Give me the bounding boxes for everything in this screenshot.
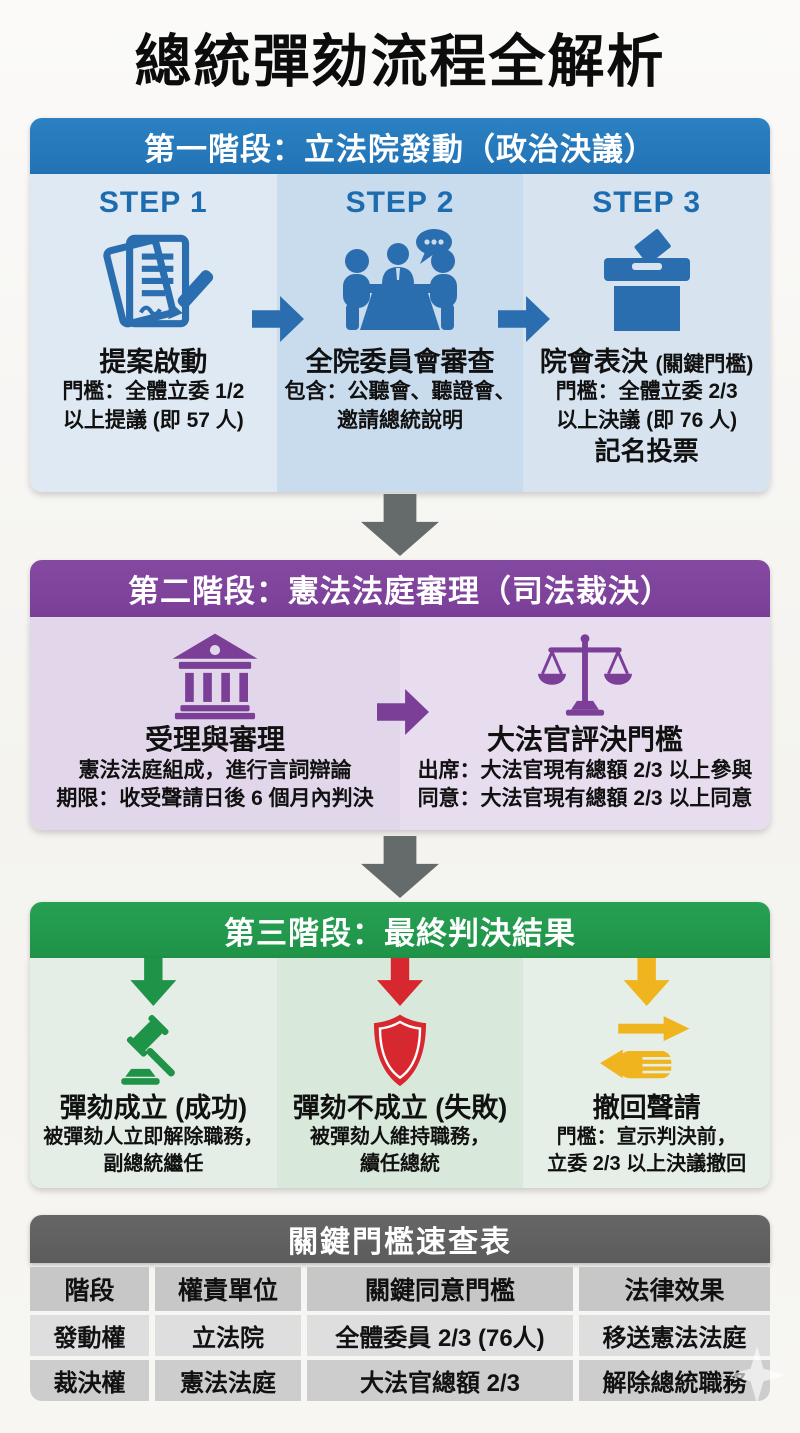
step2-desc-line1: 包含：公聽會、聽證會、 xyxy=(284,380,516,404)
step1-label: STEP 1 xyxy=(98,186,208,219)
stage2-to-stage3-arrow-icon xyxy=(361,836,439,898)
step3-title-note: (關鍵門檻) xyxy=(655,353,754,376)
step2-label: STEP 2 xyxy=(345,186,455,219)
ballot-box-icon xyxy=(523,222,770,342)
col-header-effect: 法律效果 xyxy=(579,1267,770,1311)
table-row: 移送憲法法庭 xyxy=(579,1315,770,1356)
impeachment-upheld-card: 彈劾成立 (成功) 被彈劾人立即解除職務， 副總統繼任 xyxy=(30,958,277,1188)
stage2-body: 受理與審理 憲法法庭組成，進行言詞辯論 期限：收受聲請日後 6 個月內判決 xyxy=(30,617,770,830)
document-pen-icon xyxy=(30,222,277,342)
justices-threshold-card: 大法官評決門檻 出席：大法官現有總額 2/3 以上參與 同意：大法官現有總額 2… xyxy=(400,617,770,830)
impeachment-rejected-card: 彈劾不成立 (失敗) 被彈劾人維持職務， 續任總統 xyxy=(276,958,524,1188)
upheld-arrow-icon xyxy=(130,958,177,1006)
step3-label: STEP 3 xyxy=(592,186,702,219)
step2-desc-line2: 邀請總統說明 xyxy=(337,408,463,432)
col-header-stage: 階段 xyxy=(30,1267,149,1311)
step3-card: STEP 3 院會表決 (關鍵門檻) 門檻：全體立委 2/3 以上決議 (即 7… xyxy=(523,174,770,492)
step1-desc-line2: 以上提議 (即 57 人) xyxy=(62,408,244,432)
table-row: 立法院 xyxy=(155,1315,301,1356)
withdrawal-desc2: 立委 2/3 以上決議撤回 xyxy=(547,1152,747,1175)
step3-title: 院會表決 (關鍵門檻) xyxy=(539,347,754,377)
courthouse-icon xyxy=(30,631,400,721)
step1-card: STEP 1 xyxy=(30,174,277,492)
col-header-threshold: 關鍵同意門檻 xyxy=(307,1267,573,1311)
table-row: 裁決權 xyxy=(30,1360,149,1401)
rejected-desc1: 被彈劾人維持職務， xyxy=(310,1126,490,1149)
stage3-body: 彈劾成立 (成功) 被彈劾人立即解除職務， 副總統繼任 彈劾不成立 (失敗) 被… xyxy=(30,958,770,1188)
step3-desc-line2: 以上決議 (即 76 人) xyxy=(556,408,738,432)
rejected-desc2: 續任總統 xyxy=(360,1152,440,1175)
scales-icon xyxy=(400,631,770,721)
table-row: 憲法法庭 xyxy=(155,1360,301,1401)
step2-title: 全院委員會審查 xyxy=(305,347,495,377)
table-row: 解除總統職務 xyxy=(579,1360,770,1401)
step1-title: 提案啟動 xyxy=(99,347,208,377)
upheld-desc1: 被彈劾人立即解除職務， xyxy=(43,1126,264,1149)
withdrawal-title: 撤回聲請 xyxy=(592,1093,701,1123)
stage1-section: 第一階段：立法院發動（政治決議） STEP 1 xyxy=(30,118,770,492)
table-row: 全體委員 2/3 (76人) xyxy=(307,1315,573,1356)
step2-card: STEP 2 xyxy=(276,174,524,492)
rejected-arrow-icon xyxy=(377,958,423,1006)
withdrawal-card: 撤回聲請 門檻：宣示判決前， 立委 2/3 以上決議撤回 xyxy=(523,958,770,1188)
threshold-quick-table: 關鍵門檻速查表 階段 權責單位 關鍵同意門檻 法律效果 發動權 立法院 全體委員… xyxy=(30,1215,770,1401)
shield-icon xyxy=(277,1012,524,1090)
justices-threshold-desc1: 出席：大法官現有總額 2/3 以上參與 xyxy=(417,758,753,782)
quick-table-title: 關鍵門檻速查表 xyxy=(30,1215,770,1263)
stage2-section: 第二階段：憲法法庭審理（司法裁決） 受理與審 xyxy=(30,560,770,830)
quick-table-grid: 階段 權責單位 關鍵同意門檻 法律效果 發動權 立法院 全體委員 2/3 (76… xyxy=(30,1267,770,1401)
withdrawal-arrow-icon xyxy=(623,958,670,1006)
step1-desc-line1: 門檻：全體立委 1/2 xyxy=(62,380,245,404)
upheld-desc2: 副總統繼任 xyxy=(103,1152,204,1175)
withdrawal-desc1: 門檻：宣示判決前， xyxy=(556,1126,737,1149)
page-title: 總統彈劾流程全解析 xyxy=(134,30,666,94)
justices-threshold-desc2: 同意：大法官現有總額 2/3 以上同意 xyxy=(417,786,753,810)
stage1-to-stage2-arrow-icon xyxy=(361,494,439,556)
step3-roll-call-note: 記名投票 xyxy=(594,435,699,466)
acceptance-review-desc2: 期限：收受聲請日後 6 個月內判決 xyxy=(56,786,374,810)
acceptance-review-title: 受理與審理 xyxy=(144,724,285,755)
acceptance-review-card: 受理與審理 憲法法庭組成，進行言詞辯論 期限：收受聲請日後 6 個月內判決 xyxy=(30,617,400,830)
acceptance-review-desc1: 憲法法庭組成，進行言詞辯論 xyxy=(78,758,352,782)
stage1-header: 第一階段：立法院發動（政治決議） xyxy=(30,118,770,174)
table-row: 發動權 xyxy=(30,1315,149,1356)
withdraw-hand-icon xyxy=(523,1012,770,1090)
table-row: 大法官總額 2/3 xyxy=(307,1360,573,1401)
stage3-section: 第三階段：最終判決結果 彈劾成立 (成功 xyxy=(30,902,770,1188)
gavel-icon xyxy=(30,1012,277,1090)
step3-desc-line1: 門檻：全體立委 2/3 xyxy=(555,380,738,404)
stage1-body: STEP 1 xyxy=(30,174,770,492)
upheld-title: 彈劾成立 (成功) xyxy=(59,1093,248,1123)
col-header-authority: 權責單位 xyxy=(155,1267,301,1311)
justices-threshold-title: 大法官評決門檻 xyxy=(486,724,683,755)
committee-meeting-icon xyxy=(277,222,524,342)
stage3-header: 第三階段：最終判決結果 xyxy=(30,902,770,958)
stage2-header: 第二階段：憲法法庭審理（司法裁決） xyxy=(30,560,770,617)
rejected-title: 彈劾不成立 (失敗) xyxy=(292,1093,508,1123)
